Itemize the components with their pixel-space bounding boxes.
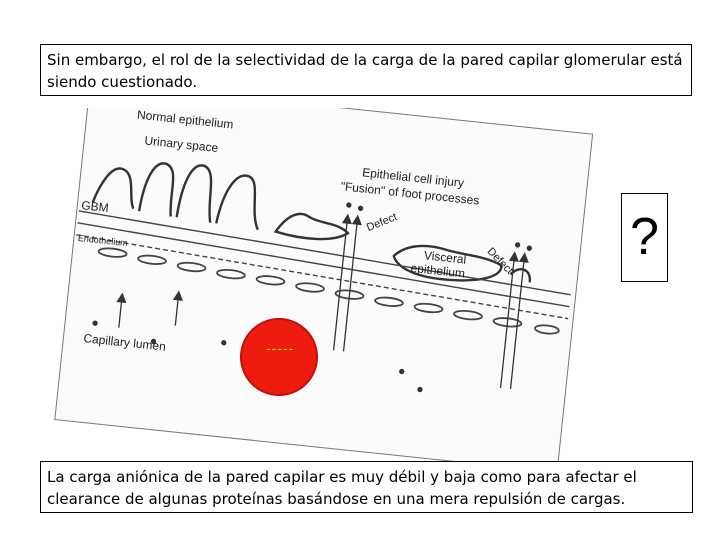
bottom-text: La carga aniónica de la pared capilar es… — [47, 468, 637, 508]
glomerular-capillary-wall-diagram: Normal epithelium Urinary space Epitheli… — [30, 108, 600, 468]
label-gbm: GBM — [81, 198, 110, 215]
bottom-text-box: La carga aniónica de la pared capilar es… — [40, 461, 693, 513]
question-mark: ? — [630, 208, 659, 266]
top-text: Sin embargo, el rol de la selectividad d… — [47, 51, 683, 91]
question-mark-box: ? — [621, 193, 668, 282]
top-text-box: Sin embargo, el rol de la selectividad d… — [40, 44, 692, 96]
negative-charge-symbol: ----- — [242, 340, 316, 356]
negative-charge-circle: ----- — [240, 318, 318, 396]
